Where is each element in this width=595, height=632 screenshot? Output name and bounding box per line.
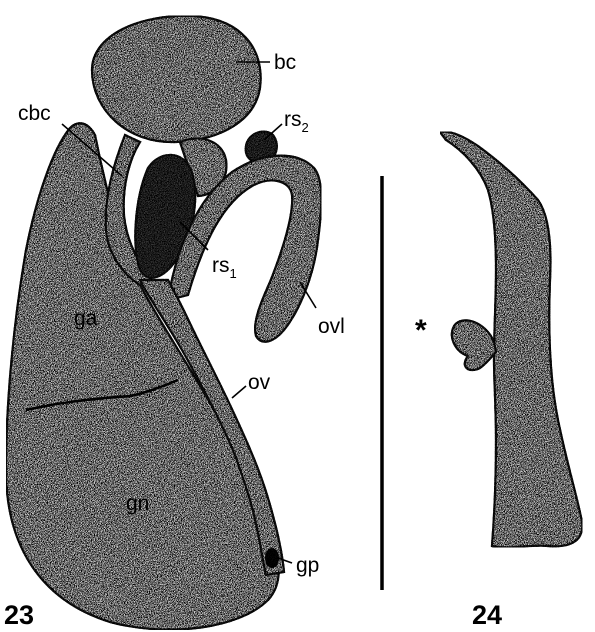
label-ov: ov: [248, 371, 271, 394]
genital-pore: [265, 548, 279, 568]
organ-bulge: [452, 320, 496, 370]
figure-24: [440, 132, 582, 548]
figure-23: [6, 16, 321, 630]
label-rs2: rs2: [284, 108, 309, 135]
label-rs1-base: rs: [212, 254, 230, 277]
bursa-copulatrix: [92, 16, 261, 142]
label-rs1: rs1: [212, 254, 237, 281]
label-rs2-sub: 2: [302, 120, 309, 135]
label-gp: gp: [296, 554, 319, 577]
label-ovl: ovl: [318, 315, 345, 338]
label-rs2-base: rs: [284, 108, 302, 131]
label-cbc: cbc: [18, 102, 51, 125]
figure-number-24: 24: [472, 600, 502, 630]
asterisk-marker: *: [415, 314, 427, 347]
label-bc: bc: [274, 51, 296, 74]
figure-number-23: 23: [4, 600, 34, 630]
label-gn: gn: [126, 492, 149, 515]
label-ga: ga: [74, 307, 98, 330]
label-rs1-sub: 1: [230, 266, 237, 281]
